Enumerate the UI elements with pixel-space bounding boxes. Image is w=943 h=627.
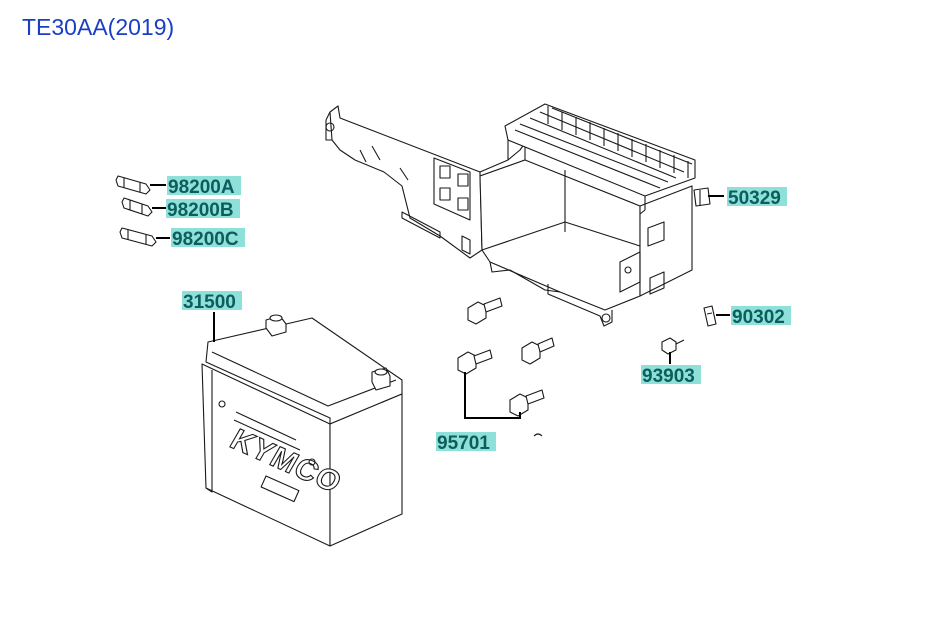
bolt-lower[interactable] <box>509 389 545 417</box>
part-label-93903[interactable]: 93903 <box>641 365 701 387</box>
clip-nut-90302[interactable] <box>703 305 717 327</box>
svg-text:50329: 50329 <box>728 188 781 209</box>
fuse-98200B[interactable] <box>121 197 153 217</box>
fuse-98200C[interactable] <box>119 227 157 247</box>
svg-text:90302: 90302 <box>732 307 785 328</box>
bolt-left[interactable] <box>457 349 493 375</box>
screw-93903[interactable] <box>661 337 685 355</box>
part-label-95701[interactable]: 95701 <box>436 432 496 454</box>
fuse-98200A[interactable] <box>115 175 151 195</box>
part-label-90302[interactable]: 90302 <box>731 306 791 328</box>
svg-text:93903: 93903 <box>642 366 695 387</box>
svg-text:31500: 31500 <box>183 292 236 313</box>
svg-text:98200A: 98200A <box>168 177 235 198</box>
part-label-98200B[interactable]: 98200B <box>166 199 240 221</box>
bolt-middle[interactable] <box>521 337 555 365</box>
bolt-upper-left[interactable] <box>467 297 503 325</box>
leader-lines <box>150 184 730 419</box>
page-title: TE30AA(2019) <box>22 14 175 40</box>
svg-text:98200C: 98200C <box>172 229 239 250</box>
part-label-98200C[interactable]: 98200C <box>171 228 245 250</box>
battery-box[interactable] <box>325 103 711 327</box>
part-label-50329[interactable]: 50329 <box>727 187 787 209</box>
svg-text:95701: 95701 <box>437 433 490 454</box>
part-label-98200A[interactable]: 98200A <box>167 176 241 198</box>
part-label-31500[interactable]: 31500 <box>182 291 242 313</box>
svg-text:98200B: 98200B <box>167 200 234 221</box>
battery[interactable]: KYMCO <box>201 314 403 547</box>
